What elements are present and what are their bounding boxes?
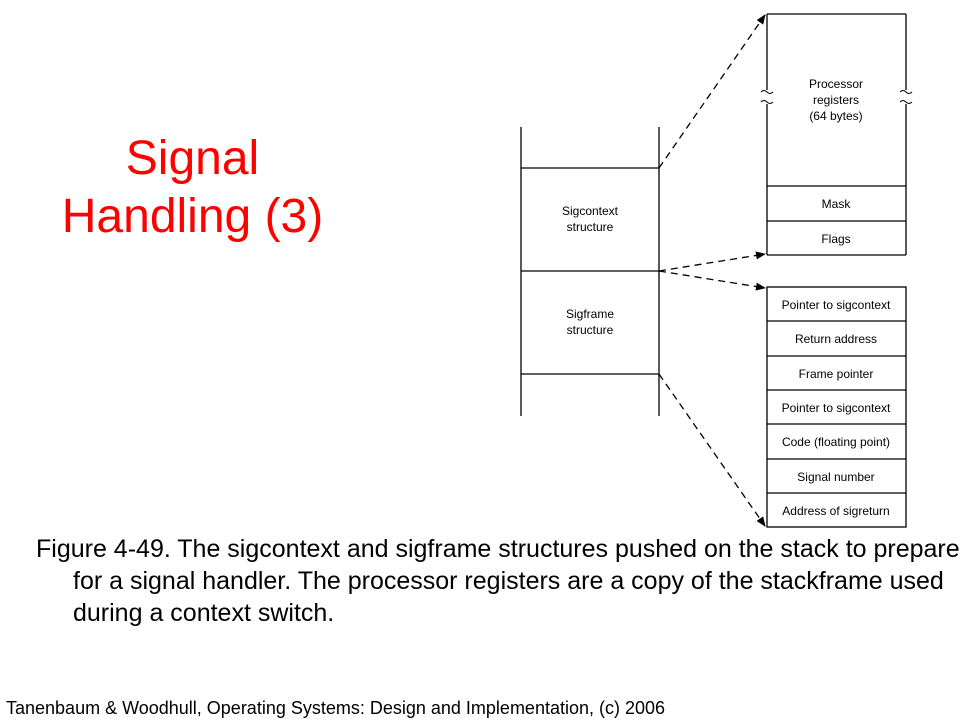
sigframe-row-3: Frame pointer — [799, 367, 874, 381]
stack-sigframe-label: Sigframe structure — [566, 307, 614, 337]
connector-sigframe-bottom — [658, 373, 766, 527]
sigcontext-detail-block — [766, 13, 907, 256]
sigframe-row-2: Return address — [795, 332, 877, 346]
mask-label: Mask — [822, 197, 852, 211]
sigframe-row-7: Address of sigreturn — [782, 504, 889, 518]
registers-label-line1: Processor — [809, 77, 863, 91]
sigframe-row-5: Code (floating point) — [782, 435, 890, 449]
title-line-2: Handling (3) — [61, 190, 324, 243]
connector-sigcontext-top — [658, 14, 766, 169]
stack-column — [520, 127, 660, 416]
sigframe-row-4: Pointer to sigcontext — [782, 401, 891, 415]
registers-label-line2: registers — [813, 93, 859, 107]
stack-diagram: Sigcontext structure Sigframe structure … — [520, 13, 913, 528]
registers-label-line3: (64 bytes) — [809, 109, 862, 123]
sigframe-row-6: Signal number — [797, 470, 874, 484]
slide-title: Signal Handling (3) — [0, 130, 385, 246]
stack-sigcontext-label: Sigcontext structure — [562, 204, 619, 234]
sigframe-label-line2: structure — [567, 323, 614, 337]
flags-label: Flags — [821, 232, 850, 246]
connector-sigcontext-bottom — [658, 251, 766, 272]
break-mark-right — [899, 90, 913, 104]
connector-sigframe-top — [658, 270, 766, 291]
dashed-connectors — [658, 14, 766, 527]
citation-footer: Tanenbaum & Woodhull, Operating Systems:… — [6, 698, 666, 718]
title-line-1: Signal — [125, 132, 260, 185]
sigcontext-label-line2: structure — [567, 220, 614, 234]
sigframe-row-1: Pointer to sigcontext — [782, 298, 891, 312]
sigframe-label-line1: Sigframe — [566, 307, 614, 321]
sigframe-detail-block — [766, 286, 907, 528]
break-mark-left — [760, 90, 774, 104]
figure-caption: Figure 4-49. The sigcontext and sigframe… — [36, 535, 960, 627]
sigcontext-label-line1: Sigcontext — [562, 204, 619, 218]
